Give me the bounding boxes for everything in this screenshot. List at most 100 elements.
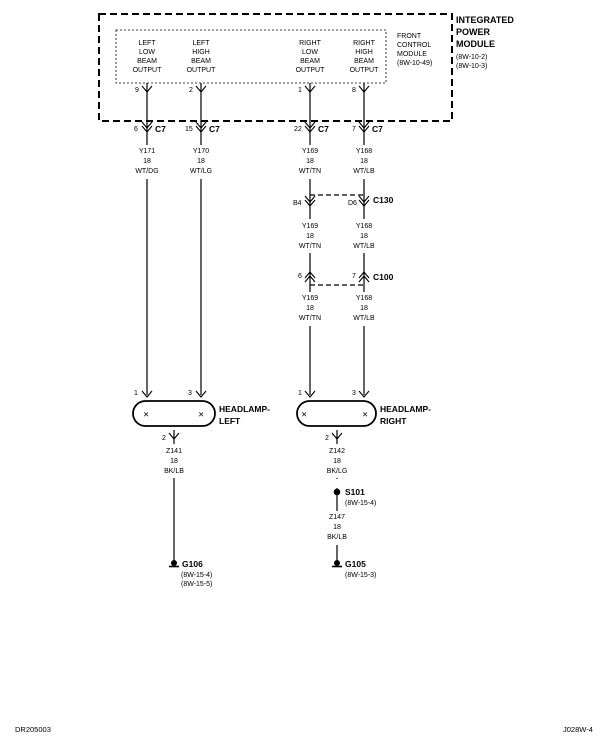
ground-pin-chevron bbox=[331, 432, 343, 440]
c130-label: C130 bbox=[373, 195, 394, 205]
wire-gauge: 18 bbox=[360, 233, 368, 240]
output-label-line: RIGHT bbox=[299, 40, 322, 47]
module-ref-2: (8W-10-3) bbox=[456, 63, 487, 70]
splice-s101: S101 (8W-15-4) bbox=[330, 479, 376, 507]
c130-pin-left: B4 bbox=[293, 200, 302, 207]
module-title-line1: INTEGRATED bbox=[456, 15, 514, 25]
front-control-module-box bbox=[115, 29, 387, 84]
c7-label: C7 bbox=[155, 124, 166, 134]
wire-gauge: 18 bbox=[306, 305, 314, 312]
lamp-filament-icon: ✕ bbox=[362, 410, 368, 419]
module-pin-number: 9 bbox=[135, 87, 139, 94]
ground-g106: G106 (8W-15-4) (8W-15-5) bbox=[169, 559, 212, 588]
output-label-line: BEAM bbox=[137, 58, 157, 65]
module-pin-chevrons bbox=[141, 85, 370, 93]
output-label-line: OUTPUT bbox=[350, 67, 380, 74]
headlamp-right-ground-pin: 2 bbox=[325, 435, 329, 442]
wire-circuit: Y169 bbox=[302, 148, 318, 155]
output-label-line: OUTPUT bbox=[187, 67, 217, 74]
headlamp-right-label: RIGHT bbox=[380, 416, 407, 426]
wire-circuit: Y170 bbox=[193, 148, 209, 155]
ground-ref: (8W-15-3) bbox=[345, 572, 376, 579]
headlamp-left-label: LEFT bbox=[219, 416, 241, 426]
splice-ref: (8W-15-4) bbox=[345, 500, 376, 507]
c100-pin-left: 6 bbox=[298, 273, 302, 280]
wire-circuit: Y168 bbox=[356, 148, 372, 155]
headlamp-right-label: HEADLAMP- bbox=[380, 404, 431, 414]
fcm-line1: FRONT bbox=[397, 33, 422, 40]
c7-pin-number: 6 bbox=[134, 126, 138, 133]
wire-gauge: 18 bbox=[306, 233, 314, 240]
wire-color: WT/TN bbox=[299, 243, 321, 250]
lamp-filament-icon: ✕ bbox=[143, 410, 149, 419]
wire-color: BK/LB bbox=[164, 468, 184, 475]
c7-label: C7 bbox=[318, 124, 329, 134]
ground-g105: G105 (8W-15-3) bbox=[332, 559, 376, 579]
wire-circuit: Y168 bbox=[356, 295, 372, 302]
wire-circuit: Z142 bbox=[329, 448, 345, 455]
wire-gauge: 18 bbox=[170, 458, 178, 465]
module-pin-number: 8 bbox=[352, 87, 356, 94]
wire-color: BK/LB bbox=[327, 534, 347, 541]
footer-page-ref: J028W-4 bbox=[563, 725, 593, 734]
module-pin-group: 9 2 1 8 bbox=[135, 87, 356, 94]
lamp-filament-icon: ✕ bbox=[301, 410, 307, 419]
power-module-boundary bbox=[98, 13, 453, 122]
output-label-line: LOW bbox=[139, 49, 155, 56]
wire-circuit: Y169 bbox=[302, 295, 318, 302]
headlamp-right: ✕ ✕ HEADLAMP- RIGHT bbox=[296, 400, 431, 427]
headlamp-left-label: HEADLAMP- bbox=[219, 404, 270, 414]
fcm-line2: CONTROL bbox=[397, 42, 431, 49]
headlamp-left-ground-pin: 2 bbox=[162, 435, 166, 442]
wire-color: WT/DG bbox=[135, 168, 158, 175]
output-label-line: LOW bbox=[302, 49, 318, 56]
wire-gauge: 18 bbox=[306, 158, 314, 165]
c7-pin-number: 15 bbox=[185, 126, 193, 133]
wire-gauge: 18 bbox=[360, 305, 368, 312]
wire-circuit: Y168 bbox=[356, 223, 372, 230]
wire-gauge: 18 bbox=[360, 158, 368, 165]
fcm-line4: (8W-10-49) bbox=[397, 60, 432, 67]
ground-pin-chevron bbox=[168, 432, 180, 440]
wire-color: WT/TN bbox=[299, 315, 321, 322]
module-ref-1: (8W-10-2) bbox=[456, 54, 487, 61]
c100-pin-right: 7 bbox=[352, 273, 356, 280]
headlamp-left: ✕ ✕ HEADLAMP- LEFT bbox=[132, 400, 270, 427]
wire-color: WT/LB bbox=[353, 168, 375, 175]
wire-gauge: 18 bbox=[333, 524, 341, 531]
wire-color: WT/LG bbox=[190, 168, 212, 175]
wire-gauge: 18 bbox=[197, 158, 205, 165]
footer-drawing-number: DR205003 bbox=[15, 725, 51, 734]
output-label-line: RIGHT bbox=[353, 40, 376, 47]
output-label-line: BEAM bbox=[191, 58, 211, 65]
c100-label: C100 bbox=[373, 272, 394, 282]
output-label-line: LEFT bbox=[138, 40, 156, 47]
wire-circuit: Y171 bbox=[139, 148, 155, 155]
headlamp-input-chevrons bbox=[141, 390, 370, 398]
output-label-line: BEAM bbox=[300, 58, 320, 65]
wire-circuit: Z141 bbox=[166, 448, 182, 455]
c7-label: C7 bbox=[372, 124, 383, 134]
wire-color: WT/TN bbox=[299, 168, 321, 175]
wire-color: BK/LG bbox=[327, 468, 348, 475]
wire-gauge: 18 bbox=[143, 158, 151, 165]
c130-connector: B4 D6 C130 bbox=[293, 194, 394, 207]
module-pin-number: 2 bbox=[189, 87, 193, 94]
ground-ref: (8W-15-5) bbox=[181, 581, 212, 588]
ground-ref: (8W-15-4) bbox=[181, 572, 212, 579]
output-label-line: OUTPUT bbox=[296, 67, 326, 74]
c7-label: C7 bbox=[209, 124, 220, 134]
module-title-line3: MODULE bbox=[456, 39, 495, 49]
splice-label: S101 bbox=[345, 487, 365, 497]
ground-label: G106 bbox=[182, 559, 203, 569]
wire-color: WT/LB bbox=[353, 315, 375, 322]
c7-pin-number: 22 bbox=[294, 126, 302, 133]
wire-circuit: Z147 bbox=[329, 514, 345, 521]
module-title-line2: POWER bbox=[456, 27, 491, 37]
headlamp-right-pin-a: 1 bbox=[298, 390, 302, 397]
headlamp-left-pin-b: 3 bbox=[188, 390, 192, 397]
headlamp-right-pin-b: 3 bbox=[352, 390, 356, 397]
headlamp-left-pin-a: 1 bbox=[134, 390, 138, 397]
module-pin-number: 1 bbox=[298, 87, 302, 94]
